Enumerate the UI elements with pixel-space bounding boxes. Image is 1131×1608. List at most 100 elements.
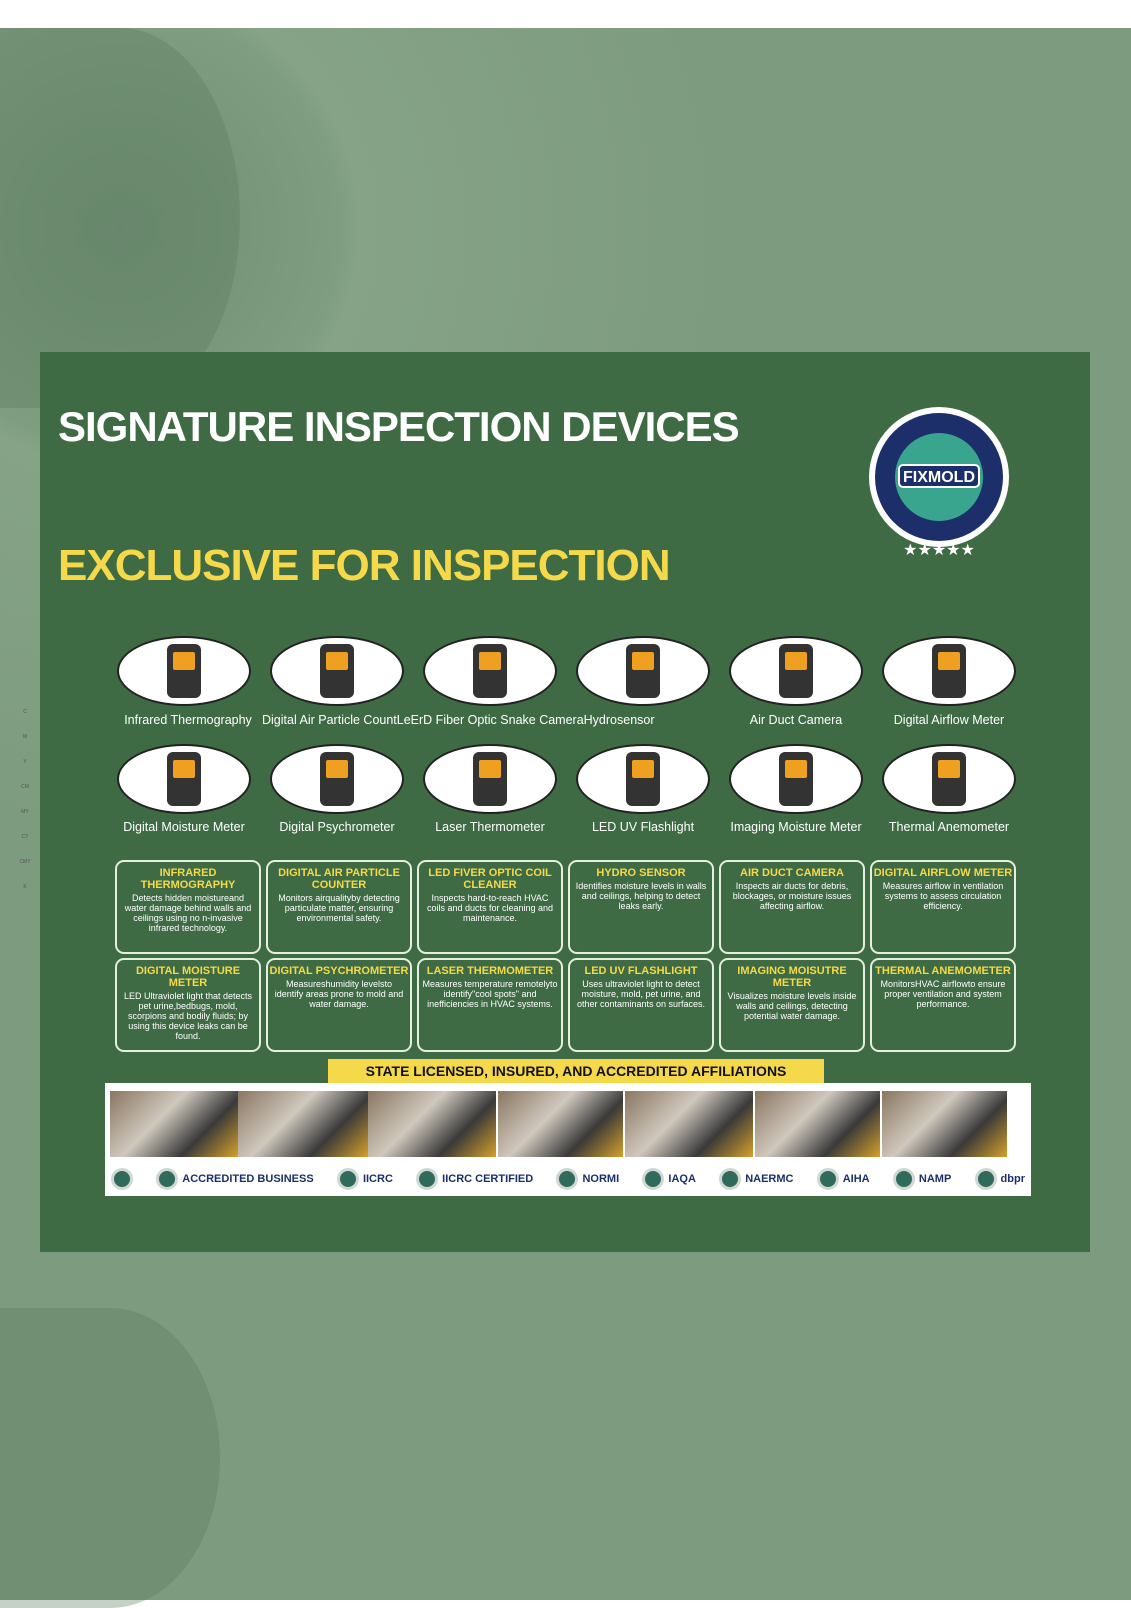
affiliation-logo: IICRC CERTIFIED — [416, 1168, 533, 1190]
card-title: DIGITAL AIRFLOW METER — [873, 867, 1013, 879]
moisture-meter-icon — [167, 752, 201, 806]
device-label: Air Duct Camera — [749, 713, 843, 727]
duct-camera-icon — [779, 644, 813, 698]
affiliation-name: NAERMC — [745, 1173, 794, 1185]
snake-camera-image — [423, 636, 557, 706]
card-description: Measureshumidity levelsto identify areas… — [274, 979, 404, 1009]
duct-camera-image — [729, 636, 863, 706]
equipment-photo — [238, 1091, 368, 1157]
device-label: Digital Psychrometer — [279, 820, 395, 834]
affiliation-name: IICRC CERTIFIED — [442, 1173, 534, 1185]
card-description: LED Ultraviolet light that detects pet u… — [123, 991, 253, 1041]
affiliation-name: ACCREDITED BUSINESS — [182, 1173, 314, 1185]
seal-icon — [816, 1168, 839, 1190]
thermal-anemometer-icon — [932, 752, 966, 806]
equipment-photo — [498, 1091, 623, 1157]
affiliations-row: ACCREDITED BUSINESS IICRC IICRC CERTIFIED N… — [111, 1165, 1025, 1193]
particle-counter-icon — [320, 644, 354, 698]
affiliation-logo: AIHA — [816, 1168, 870, 1190]
equipment-photo — [755, 1091, 880, 1157]
imaging-moisture-meter-icon — [779, 752, 813, 806]
background-circle — [0, 28, 240, 408]
equipment-photo — [882, 1091, 1007, 1157]
device-card: AIR DUCT CAMERA Inspects air ducts for de… — [719, 860, 865, 954]
card-title: THERMAL ANEMOMETER — [875, 965, 1011, 977]
seal-icon — [642, 1168, 665, 1190]
card-title: DIGITAL PSYCHROMETER — [269, 965, 409, 977]
card-title: AIR DUCT CAMERA — [740, 867, 844, 879]
airflow-meter-image — [882, 636, 1016, 706]
card-title: IMAGING MOISUTRE METER — [737, 965, 847, 989]
equipment-photo — [368, 1091, 496, 1157]
print-mark: MY — [21, 809, 29, 815]
seal-icon — [892, 1168, 915, 1190]
affiliation-logo — [111, 1168, 133, 1190]
device-label: Infrared Thermography — [124, 713, 252, 727]
affiliation-logo: NAMP — [892, 1168, 952, 1190]
equipment-photo — [625, 1091, 753, 1157]
affiliation-logo: NAERMC — [719, 1168, 793, 1190]
page-title: SIGNATURE INSPECTION DEVICES — [58, 403, 740, 450]
device-label: Thermal Anemometer — [888, 820, 1010, 834]
hydrosensor-image — [576, 636, 710, 706]
seal-icon — [336, 1168, 359, 1190]
print-mark: CMY — [19, 859, 31, 865]
card-description: Measures temperature remotelyto identify… — [422, 979, 558, 1009]
affiliation-logo: IAQA — [642, 1168, 696, 1190]
card-title: DIGITAL MOISTURE METER — [135, 965, 241, 989]
card-description: Identifies moisture levels in walls and … — [575, 881, 707, 911]
seal-icon — [719, 1168, 742, 1190]
svg-text:★★★★★: ★★★★★ — [903, 540, 975, 559]
seal-icon — [156, 1168, 179, 1190]
hydrosensor-icon — [626, 644, 660, 698]
psychrometer-icon — [320, 752, 354, 806]
card-description: Inspects hard-to-reach HVAC coils and du… — [426, 893, 554, 923]
card-description: Visualizes moisture levels inside walls … — [727, 991, 857, 1021]
particle-counter-image — [270, 636, 404, 706]
device-label: Digital Moisture Meter — [123, 820, 245, 834]
affiliation-name: dbpr — [1000, 1173, 1025, 1185]
device-card: DIGITAL PSYCHROMETER Measureshumidity lev… — [266, 958, 412, 1052]
fixmold-logo: FIXMOLD ★★★★★ — [869, 407, 1009, 559]
moisture-meter-image — [117, 744, 251, 814]
card-description: Inspects air ducts for debris, blockages… — [732, 881, 852, 911]
card-title: INFRARED THERMOGRAPHY — [140, 867, 236, 891]
card-description: Measures airflow in ventilation systems … — [882, 881, 1004, 911]
psychrometer-image — [270, 744, 404, 814]
thermal-camera-image — [117, 636, 251, 706]
photo-strip: ACCREDITED BUSINESS IICRC IICRC CERTIFIED N… — [105, 1083, 1031, 1196]
device-label: Imaging Moisture Meter — [730, 820, 862, 834]
page-subtitle: EXCLUSIVE FOR INSPECTION — [58, 541, 671, 590]
affiliation-name: AIHA — [842, 1173, 870, 1185]
device-label: Digital Air Particle CountLeErD Fiber Op… — [262, 713, 655, 727]
background-circle — [0, 1308, 220, 1608]
affiliation-logo: IICRC — [336, 1168, 393, 1190]
device-card: DIGITAL AIRFLOW METER Measures airflow in… — [870, 860, 1016, 954]
affiliation-logo: ACCREDITED BUSINESS — [156, 1168, 314, 1190]
affiliation-logo: dbpr — [974, 1168, 1025, 1190]
svg-text:FIXMOLD: FIXMOLD — [903, 469, 975, 486]
uv-flashlight-icon — [626, 752, 660, 806]
card-description: Monitors airqualityby detecting particul… — [278, 893, 400, 923]
card-title: LED UV FLASHLIGHT — [584, 965, 698, 977]
airflow-meter-icon — [932, 644, 966, 698]
affiliation-logo: NORMI — [556, 1168, 619, 1190]
print-mark: M — [22, 734, 28, 740]
card-title: LASER THERMOMETER — [426, 965, 554, 977]
print-mark: CY — [21, 834, 29, 840]
affiliation-name: NORMI — [582, 1173, 620, 1185]
thermal-camera-icon — [167, 644, 201, 698]
affiliation-name: NAMP — [918, 1173, 952, 1185]
laser-thermometer-icon — [473, 752, 507, 806]
print-mark: Y — [23, 759, 27, 765]
card-description: Detects hidden moistureand water damage … — [124, 893, 252, 933]
seal-icon — [416, 1168, 439, 1190]
device-card: LASER THERMOMETER Measures temperature re… — [417, 958, 563, 1052]
card-description: Uses ultraviolet light to detect moistur… — [576, 979, 706, 1009]
device-label: Digital Airflow Meter — [893, 713, 1005, 727]
print-mark: C — [23, 709, 27, 715]
